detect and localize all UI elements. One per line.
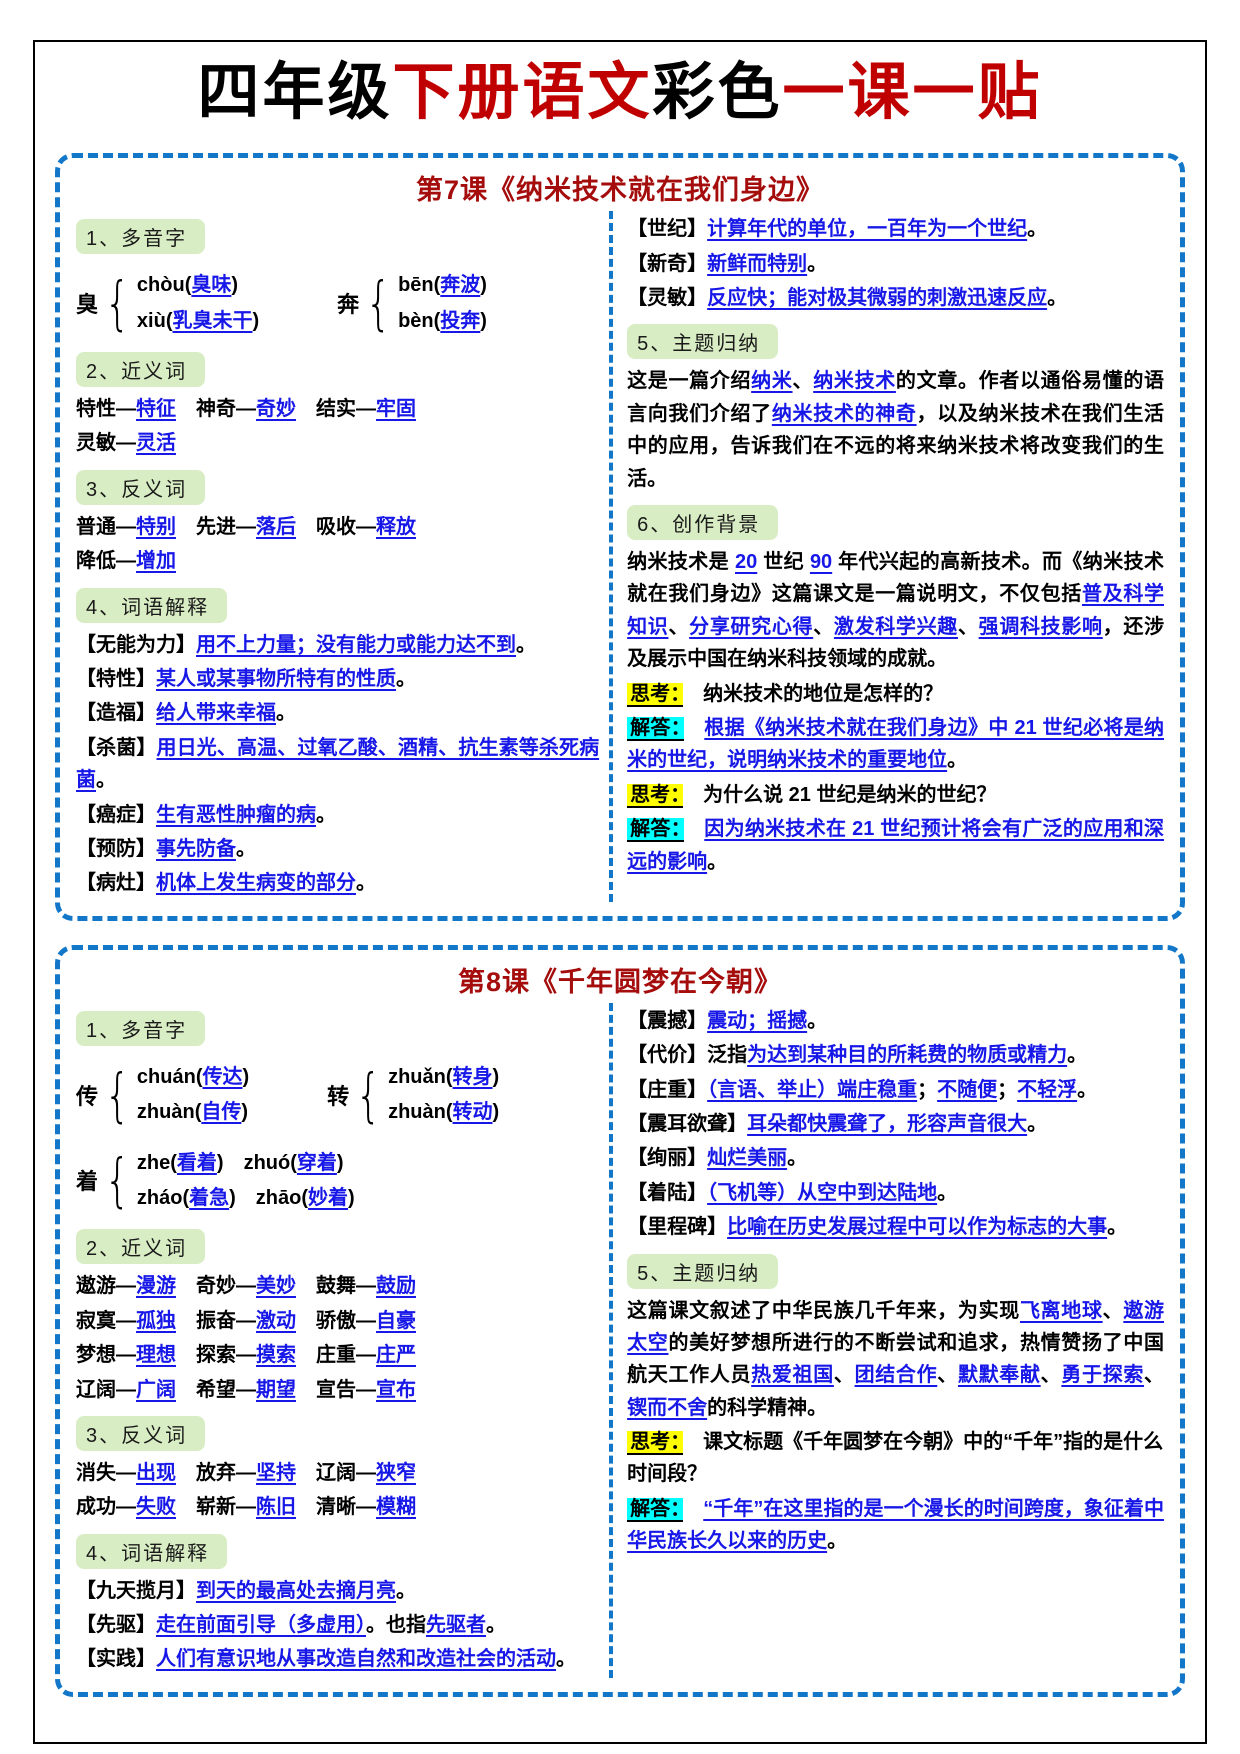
definition-line: 【杀菌】用日光、高温、过氧乙酸、酒精、抗生素等杀死病菌。 [76,736,600,792]
duoyinzi-item: 臭 { chòu(臭味) xiù(乳臭未干) [76,266,259,340]
word-pair-row: 辽阔—广阔 希望—期望 宣告—宣布 [76,1378,416,1401]
lesson7-box: 第7课《纳米技术就在我们身边》 1、多音字 臭 { chòu(臭味) xiù(乳… [55,153,1185,921]
duoyinzi-item: 奔 { bēn(奔波) bèn(投奔) [337,266,487,340]
section-badge-definitions: 4、词语解释 [76,1533,228,1569]
duoyinzi-item: 转 { zhuǎn(转身) zhuàn(转动) [327,1058,499,1132]
definition-line: 【预防】事先防备。 [76,837,256,860]
title-segment-black: 彩色 [652,59,783,127]
duoyinzi-character: 奔 [337,292,360,318]
word-pair-row: 遨游—漫游 奇妙—美妙 鼓舞—鼓励 [76,1275,416,1298]
section-badge-definitions: 4、词语解释 [76,587,228,623]
qa-question: 思考： 为什么说 21 世纪是纳米的世纪？ [627,779,1164,811]
definition-line: 【癌症】生有恶性肿瘤的病。 [76,803,336,826]
qa-answer: 解答： 因为纳米技术在 21 世纪预计将会有广泛的应用和深远的影响。 [627,818,1164,873]
section-badge-theme: 5、主题归纳 [627,1253,779,1289]
word-pair-row: 梦想—理想 探索—摸索 庄重—庄严 [76,1344,416,1367]
pinyin-options: zhuǎn(转身) zhuàn(转动) [388,1058,499,1132]
brace-icon: { [355,1060,382,1129]
pinyin-option: zhuǎn(转身) [388,1065,500,1088]
definition-line: 【绚丽】灿烂美丽。 [627,1147,808,1170]
definition-line: 【代价】泛指为达到某种目的所耗费的物质或精力。 [627,1044,1088,1067]
lesson7-title: 第7课《纳米技术就在我们身边》 [415,175,824,206]
duoyinzi-item: 传 { chuán(传达) zhuàn(自传) [76,1058,249,1132]
duoyinzi-character: 转 [327,1083,350,1109]
lesson8-left-column: 1、多音字 传 { chuán(传达) zhuàn(自传) 转 { [76,1003,609,1678]
definition-line: 【实践】人们有意识地从事改造自然和改造社会的活动。 [76,1648,576,1671]
section-badge-background: 6、创作背景 [627,505,779,541]
definition-line: 【无能为力】用不上力量；没有能力或能力达不到。 [76,633,536,656]
pinyin-options: bēn(奔波) bèn(投奔) [398,266,487,340]
duoyinzi-group: 传 { chuán(传达) zhuàn(自传) 转 { zhuǎn(转身) zh… [76,1058,599,1132]
section-badge-duoyinzi: 1、多音字 [76,219,206,255]
lesson8-columns: 1、多音字 传 { chuán(传达) zhuàn(自传) 转 { [76,1002,1165,1678]
word-pair-row: 普通—特别 先进—落后 吸收—释放 [76,515,416,538]
qa-answer: 解答： 根据《纳米技术就在我们身边》中 21 世纪必将是纳米的世纪，说明纳米技术… [627,716,1164,772]
pinyin-option: zháo(着急) zhāo(妙着) [136,1186,355,1209]
definition-line: 【特性】某人或某事物所特有的性质。 [76,668,416,691]
duoyinzi-group: 臭 { chòu(臭味) xiù(乳臭未干) 奔 { bēn(奔波) bèn(投… [76,266,599,340]
pinyin-option: chòu(臭味) [136,274,239,297]
section-badge-synonyms: 2、近义词 [76,352,206,388]
definition-line: 【着陆】（飞机等）从空中到达陆地。 [627,1181,958,1204]
page-title: 四年级下册语文彩色一课一贴 [0,58,1240,129]
pinyin-option: chuán(传达) [136,1065,250,1088]
pinyin-options: chòu(臭味) xiù(乳臭未干) [137,266,259,340]
brace-icon: { [365,269,392,338]
lesson8-right-column: 【震撼】震动；摇撼。 【代价】泛指为达到某种目的所耗费的物质或精力。 【庄重】（… [609,1002,1165,1678]
word-pair-row: 降低—增加 [76,550,176,573]
title-segment-black: 四年级 [197,59,393,127]
theme-paragraph: 这是一篇介绍纳米、纳米技术的文章。作者以通俗易懂的语言向我们介绍了纳米技术的神奇… [627,370,1165,490]
definition-line: 【灵敏】反应快；能对极其微弱的刺激迅速反应。 [627,287,1068,310]
definition-line: 【庄重】（言语、举止）端庄稳重；不随便；不轻浮。 [627,1078,1098,1101]
definition-line: 【世纪】计算年代的单位，一百年为一个世纪。 [627,218,1048,241]
definition-line: 【病灶】机体上发生病变的部分。 [76,872,376,895]
word-pair-row: 特性—特征 神奇—奇妙 结实—牢固 [76,398,416,421]
definition-line: 【震撼】震动；摇撼。 [627,1009,828,1032]
section-badge-theme: 5、主题归纳 [627,324,779,360]
qa-question: 思考： 纳米技术的地位是怎样的？ [627,678,1164,710]
background-paragraph: 纳米技术是 20 世纪 90 年代兴起的高新技术。而《纳米技术就在我们身边》这篇… [627,551,1165,671]
brace-icon: { [104,1060,131,1129]
section-badge-synonyms: 2、近义词 [76,1229,206,1265]
qa-answer: 解答： “千年”在这里指的是一个漫长的时间跨度，象征着中华民族长久以来的历史。 [627,1497,1165,1553]
definition-line: 【新奇】新鲜而特别。 [627,252,828,275]
pinyin-option: bèn(投奔) [398,309,487,332]
definition-line: 【九天揽月】到天的最高处去摘月亮。 [76,1579,416,1602]
brace-icon: { [104,269,131,338]
section-badge-antonyms: 3、反义词 [76,1415,206,1451]
qa-question: 思考： 课文标题《千年圆梦在今朝》中的“千年”指的是什么时间段？ [627,1431,1164,1486]
pinyin-option: zhe(看着) zhuó(穿着) [136,1151,344,1174]
pinyin-option: xiù(乳臭未干) [136,309,260,332]
pinyin-option: zhuàn(自传) [136,1101,249,1124]
definition-line: 【里程碑】比喻在历史发展过程中可以作为标志的大事。 [627,1216,1128,1239]
lesson7-left-column: 1、多音字 臭 { chòu(臭味) xiù(乳臭未干) 奔 { [76,211,609,901]
title-segment-red: 一课一贴 [782,59,1043,127]
section-badge-duoyinzi: 1、多音字 [76,1010,206,1046]
section-badge-antonyms: 3、反义词 [76,469,206,505]
word-pair-row: 寂寞—孤独 振奋—激动 骄傲—自豪 [76,1309,416,1332]
lesson8-title: 第8课《千年圆梦在今朝》 [457,966,782,997]
lesson8-box: 第8课《千年圆梦在今朝》 1、多音字 传 { chuán(传达) zhuàn(自… [55,944,1185,1697]
definition-line: 【造福】给人带来幸福。 [76,702,296,725]
pinyin-option: zhuàn(转动) [388,1101,500,1124]
word-pair-row: 消失—出现 放弃—坚持 辽阔—狭窄 [76,1461,416,1484]
pinyin-options: zhe(看着) zhuó(穿着) zháo(着急) zhāo(妙着) [137,1144,355,1218]
lesson7-columns: 1、多音字 臭 { chòu(臭味) xiù(乳臭未干) 奔 { [76,211,1165,902]
theme-paragraph: 这篇课文叙述了中华民族几千年来，为实现飞离地球、遨游太空的美好梦想所进行的不断尝… [627,1299,1165,1419]
brace-icon: { [104,1146,131,1215]
word-pair-row: 成功—失败 崭新—陈旧 清晰—模糊 [76,1496,416,1519]
duoyinzi-character: 臭 [76,292,99,318]
pinyin-options: chuán(传达) zhuàn(自传) [137,1058,249,1132]
pinyin-option: bēn(奔波) [398,274,487,297]
duoyinzi-item: 着 { zhe(看着) zhuó(穿着) zháo(着急) zhāo(妙着) [76,1144,599,1218]
definition-line: 【先驱】走在前面引导（多虚用）。也指先驱者。 [76,1614,506,1637]
word-pair-row: 灵敏—灵活 [76,432,176,455]
duoyinzi-character: 着 [76,1169,99,1195]
definition-line: 【震耳欲聋】耳朵都快震聋了，形容声音很大。 [627,1112,1048,1135]
lesson7-right-column: 【世纪】计算年代的单位，一百年为一个世纪。 【新奇】新鲜而特别。 【灵敏】反应快… [609,211,1165,902]
title-segment-red: 下册语文 [392,59,653,127]
duoyinzi-character: 传 [76,1083,99,1109]
